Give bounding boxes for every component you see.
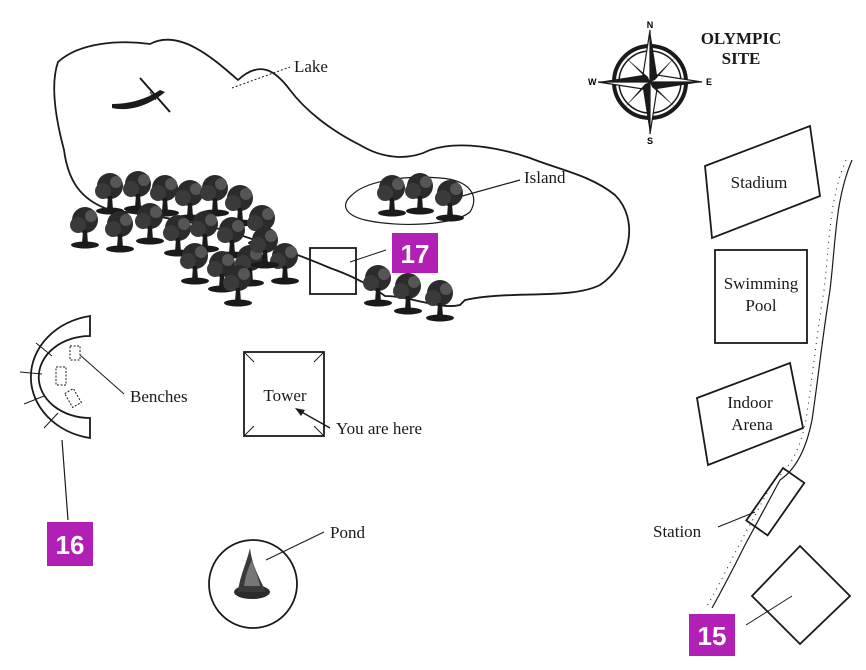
swimming-pool-label-2: Pool <box>745 296 776 315</box>
marker-16-leader <box>61 439 69 521</box>
svg-text:15: 15 <box>698 621 727 651</box>
unlabelled-building-15 <box>750 544 852 646</box>
question-marker-17: 17 <box>392 233 438 273</box>
pond-outline <box>208 539 298 629</box>
benches-leader-line <box>79 354 125 395</box>
compass-north: N <box>647 20 654 30</box>
indoor-arena-label-1: Indoor <box>727 393 773 412</box>
rowing-boat-icon <box>112 77 171 113</box>
lakeside-trees <box>363 265 454 322</box>
tower-diagonal-4 <box>313 425 325 437</box>
swimming-pool-building <box>714 249 808 344</box>
lake-label: Lake <box>294 57 328 76</box>
station-building <box>745 466 806 537</box>
map-title-line1: OLYMPIC <box>701 29 782 48</box>
tower-building <box>243 351 325 437</box>
benches-area <box>19 314 91 440</box>
indoor-arena-label-2: Arena <box>731 415 773 434</box>
tower-label: Tower <box>263 386 307 405</box>
compass-rose-icon: N S E W <box>588 20 712 146</box>
you-are-here-label: You are here <box>336 419 422 438</box>
map-title-line2: SITE <box>722 49 761 68</box>
you-are-here-arrow <box>297 409 331 429</box>
svg-text:17: 17 <box>401 239 430 269</box>
station-leader-line <box>717 511 756 528</box>
stadium-building <box>704 124 821 240</box>
pond-leader-line <box>265 531 325 561</box>
stadium-label: Stadium <box>731 173 788 192</box>
island-outline <box>344 176 475 226</box>
svg-text:16: 16 <box>56 530 85 560</box>
tower-diagonal-1 <box>243 351 255 363</box>
compass-east: E <box>706 77 712 87</box>
compass-west: W <box>588 77 597 87</box>
indoor-arena-building <box>695 361 805 467</box>
question-marker-15: 15 <box>689 614 735 656</box>
swimming-pool-label-1: Swimming <box>724 274 799 293</box>
fountain-icon <box>234 548 270 599</box>
tower-diagonal-2 <box>313 351 325 363</box>
tower-diagonal-3 <box>243 425 255 437</box>
unlabelled-building-17 <box>309 247 357 295</box>
woodland-trees <box>70 171 299 307</box>
island-label: Island <box>524 168 566 187</box>
question-marker-16: 16 <box>47 522 93 566</box>
marker-15-leader <box>745 595 793 626</box>
compass-south: S <box>647 136 653 146</box>
marker-17-leader <box>349 249 387 263</box>
station-label: Station <box>653 522 702 541</box>
benches-label: Benches <box>130 387 188 406</box>
island-trees <box>377 173 464 222</box>
railway-line <box>705 159 853 609</box>
you-are-here-arrowhead <box>295 408 305 416</box>
pond-label: Pond <box>330 523 365 542</box>
